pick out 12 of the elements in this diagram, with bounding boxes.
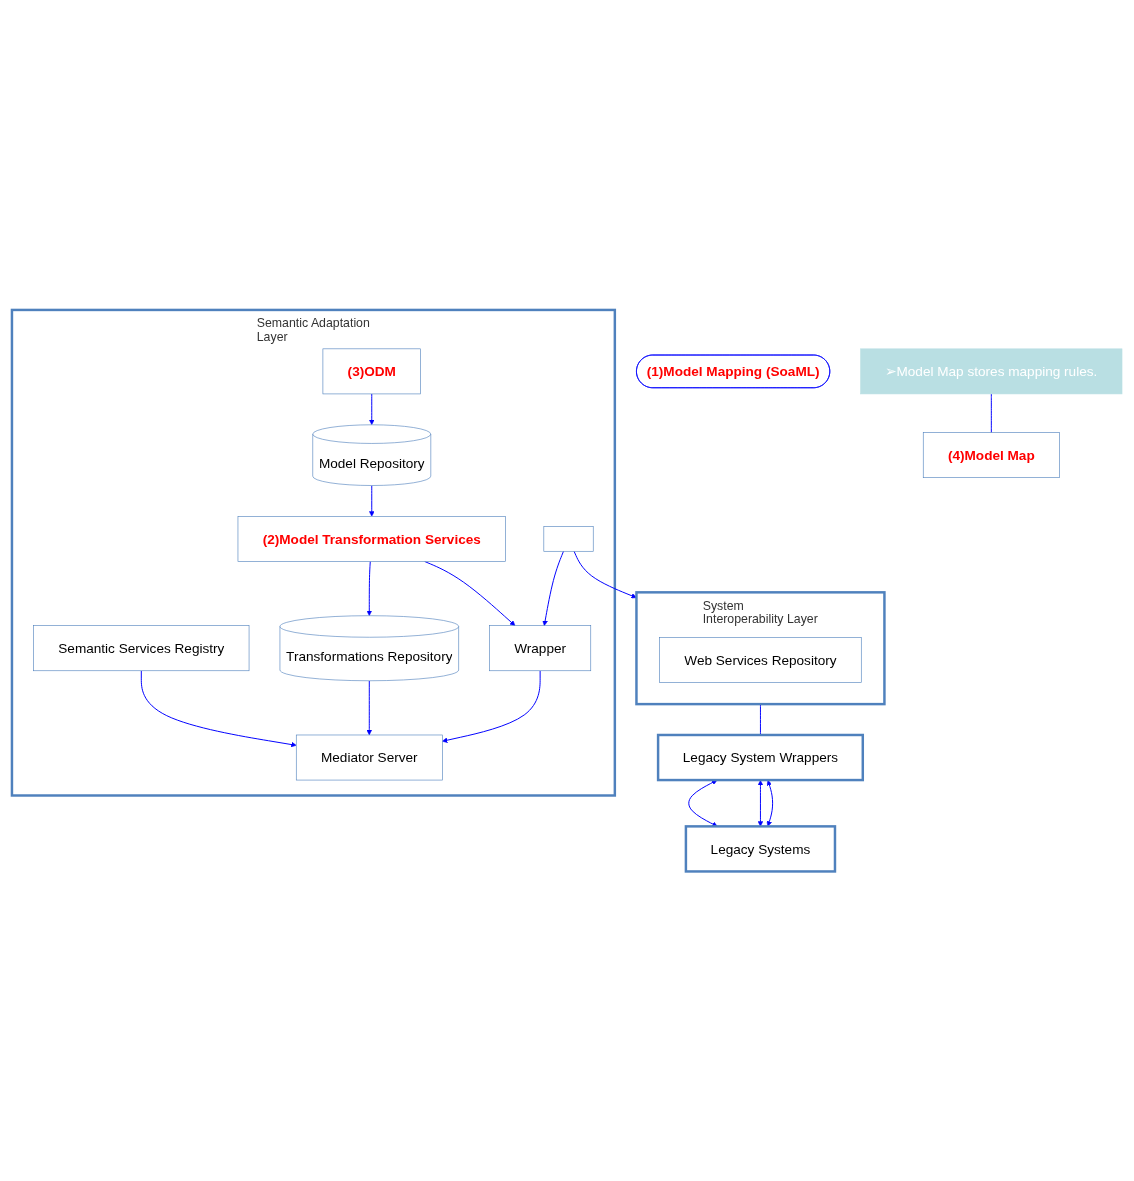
node-box: (3)ODM (322, 348, 421, 395)
connector (990, 393, 992, 433)
node-box: (2)Model Transformation Services (237, 515, 506, 562)
node-box: Mediator Server (295, 734, 443, 781)
node-box: Legacy Systems (684, 824, 837, 873)
node-box: Web Services Repository (659, 636, 862, 683)
node-box: Legacy System Wrappers (656, 733, 865, 782)
node-box: Semantic Services Registry (33, 625, 250, 671)
node-box: ➢Model Map stores mapping rules. (860, 348, 1123, 395)
node-box: Wrapper (489, 625, 592, 671)
node-box (543, 526, 594, 552)
node-box: (4)Model Map (922, 432, 1060, 478)
